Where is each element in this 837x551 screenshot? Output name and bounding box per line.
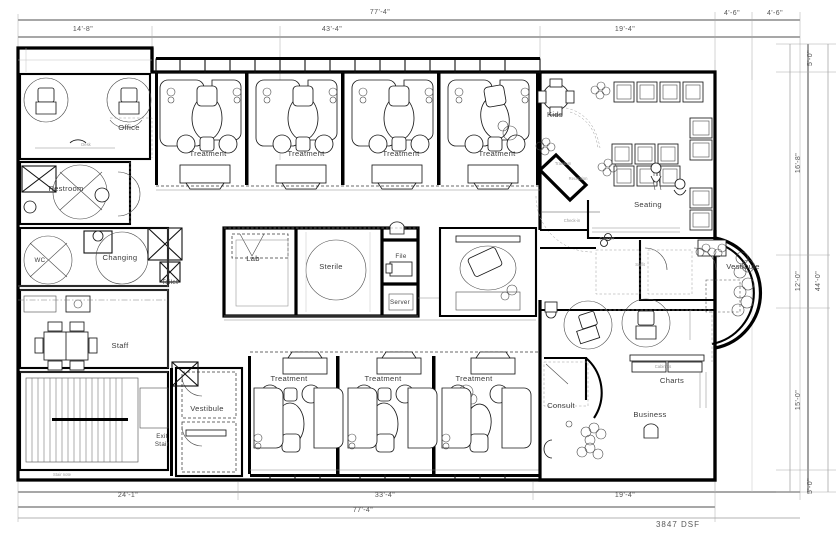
bottom-dimension-labels: 24'-1" 33'-4" 19'-4" 77'-4" [118,492,635,514]
dimension-top-small-2: 4'-6" [767,10,783,17]
room-label-lab: Lab [246,254,260,263]
dimension-top-left-bay: 14'-8" [73,26,93,33]
room-label-consult: Consult [547,401,575,410]
room-label-treatment-3: Treatment [382,149,420,158]
plant-1 [590,81,611,100]
room-label-wc: WC [35,257,46,264]
person-2 [673,178,687,196]
top-dimension-labels: 77'-4" 14'-8" 43'-4" 19'-4" 4'-6" 4'-6" [73,9,783,33]
operatory-5 [253,351,344,453]
entry-plants [731,251,755,317]
room-label-treatment-4: Treatment [478,149,516,158]
room-label-kids: Kids [547,110,563,119]
business-zone [538,298,717,482]
annotation-note-stairs: Stair note [53,472,72,477]
dimension-right-bay-2: 12'-0" [795,271,802,291]
room-label-business: Business [633,410,666,419]
office-and-restroom [18,72,183,472]
annotation-note-recept: Reception [569,176,589,181]
dimension-overall-bottom: 77'-4" [353,507,373,514]
kids-area [535,78,611,156]
room-label-staff: Staff [112,341,130,350]
rear-exit-zone [139,361,244,478]
room-label-vestibule: Vestibule [726,262,760,271]
dimension-bot-right-bay: 19'-4" [615,492,635,499]
room-label-file: File [395,253,406,260]
room-label-charts: Charts [660,376,684,385]
right-dimension-labels: 5'-0" 16'-8" 12'-0" 15'-0" 44'-0" 5'-0" [795,50,822,494]
dimension-right-bay-3: 15'-0" [795,390,802,410]
area-note: 3847 DSF [656,520,700,529]
dimension-top-mid-bay: 43'-4" [322,26,342,33]
dimension-overall-top: 77'-4" [370,9,390,16]
dimension-right-bot-small: 5'-0" [807,478,814,494]
plant-3 [597,158,618,177]
plant-4 [695,243,727,258]
operatory-2 [255,79,338,190]
room-label-treatment-5: Treatment [270,374,308,383]
room-label-treatment-6: Treatment [364,374,402,383]
background-grid [18,226,538,368]
dimension-right-bay-1: 16'-8" [795,153,802,173]
annotation-note-counter: Counter [600,236,616,241]
annotation-note-cabs: Cabinets [655,364,672,369]
room-label-treatment-2: Treatment [287,149,325,158]
operatory-7 [441,351,532,453]
operatory-1 [159,79,242,190]
annotation-note-soffit: Soffit [635,262,645,267]
annotation-note-transom: Transom [555,161,572,166]
plant-2 [535,137,556,156]
operatory-6 [347,351,438,453]
treatment-rooms-top [155,57,541,191]
dimension-right-overall: 44'-0" [815,271,822,291]
dimension-bot-left-bay: 24'-1" [118,492,138,499]
consult-plants [565,420,607,460]
room-label-sterile: Sterile [319,262,343,271]
room-label-server: Server [390,299,410,306]
room-label-treatment-1: Treatment [189,149,227,158]
room-label-seating: Seating [634,200,662,209]
dimension-top-small-1: 4'-6" [724,10,740,17]
dimension-right-top-small: 5'-0" [807,50,814,66]
operatory-4 [447,79,530,190]
person-1 [650,162,662,191]
annotation-note-check: Check-in [564,218,581,223]
seating-area [535,81,715,253]
room-label-restroom: Restroom [48,184,83,193]
dimension-top-right-bay: 19'-4" [615,26,635,33]
annotation-note-office-d: Desk [81,142,91,147]
room-label-treatment-7: Treatment [455,374,493,383]
treatment-rooms-bottom [248,351,542,480]
dimension-bot-mid-bay: 33'-4" [375,492,395,499]
dimension-frame [17,12,836,522]
operatory-3 [351,79,434,190]
room-label-office: Office [118,123,140,132]
room-label-vestibule-rear: Vestibule [190,404,224,413]
room-label-changing: Changing [103,253,138,262]
room-label-toilet: Toilet [162,279,178,286]
